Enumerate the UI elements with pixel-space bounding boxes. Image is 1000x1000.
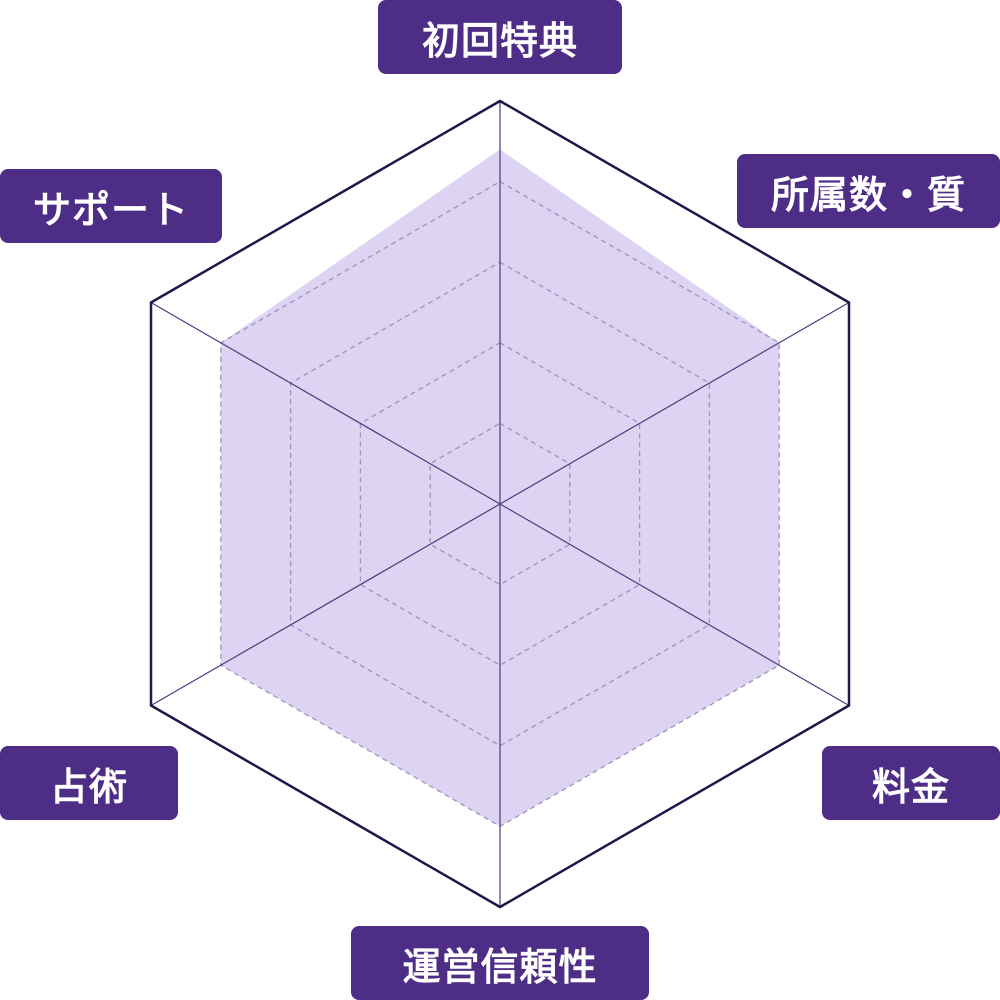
category-label-price: 料金 [822, 746, 1000, 820]
axis-spoke [499, 503, 850, 707]
category-label-divination: 占術 [0, 746, 178, 820]
axis-spoke [499, 301, 850, 505]
category-label-support: サポート [0, 169, 222, 243]
outer-frame [149, 99, 851, 909]
axis-spoke [150, 503, 501, 707]
axis-spoke [150, 301, 501, 505]
category-label-first-bonus: 初回特典 [378, 0, 622, 74]
category-label-reliability: 運営信頼性 [351, 926, 649, 1000]
category-label-affiliation: 所属数・質 [737, 154, 1000, 228]
